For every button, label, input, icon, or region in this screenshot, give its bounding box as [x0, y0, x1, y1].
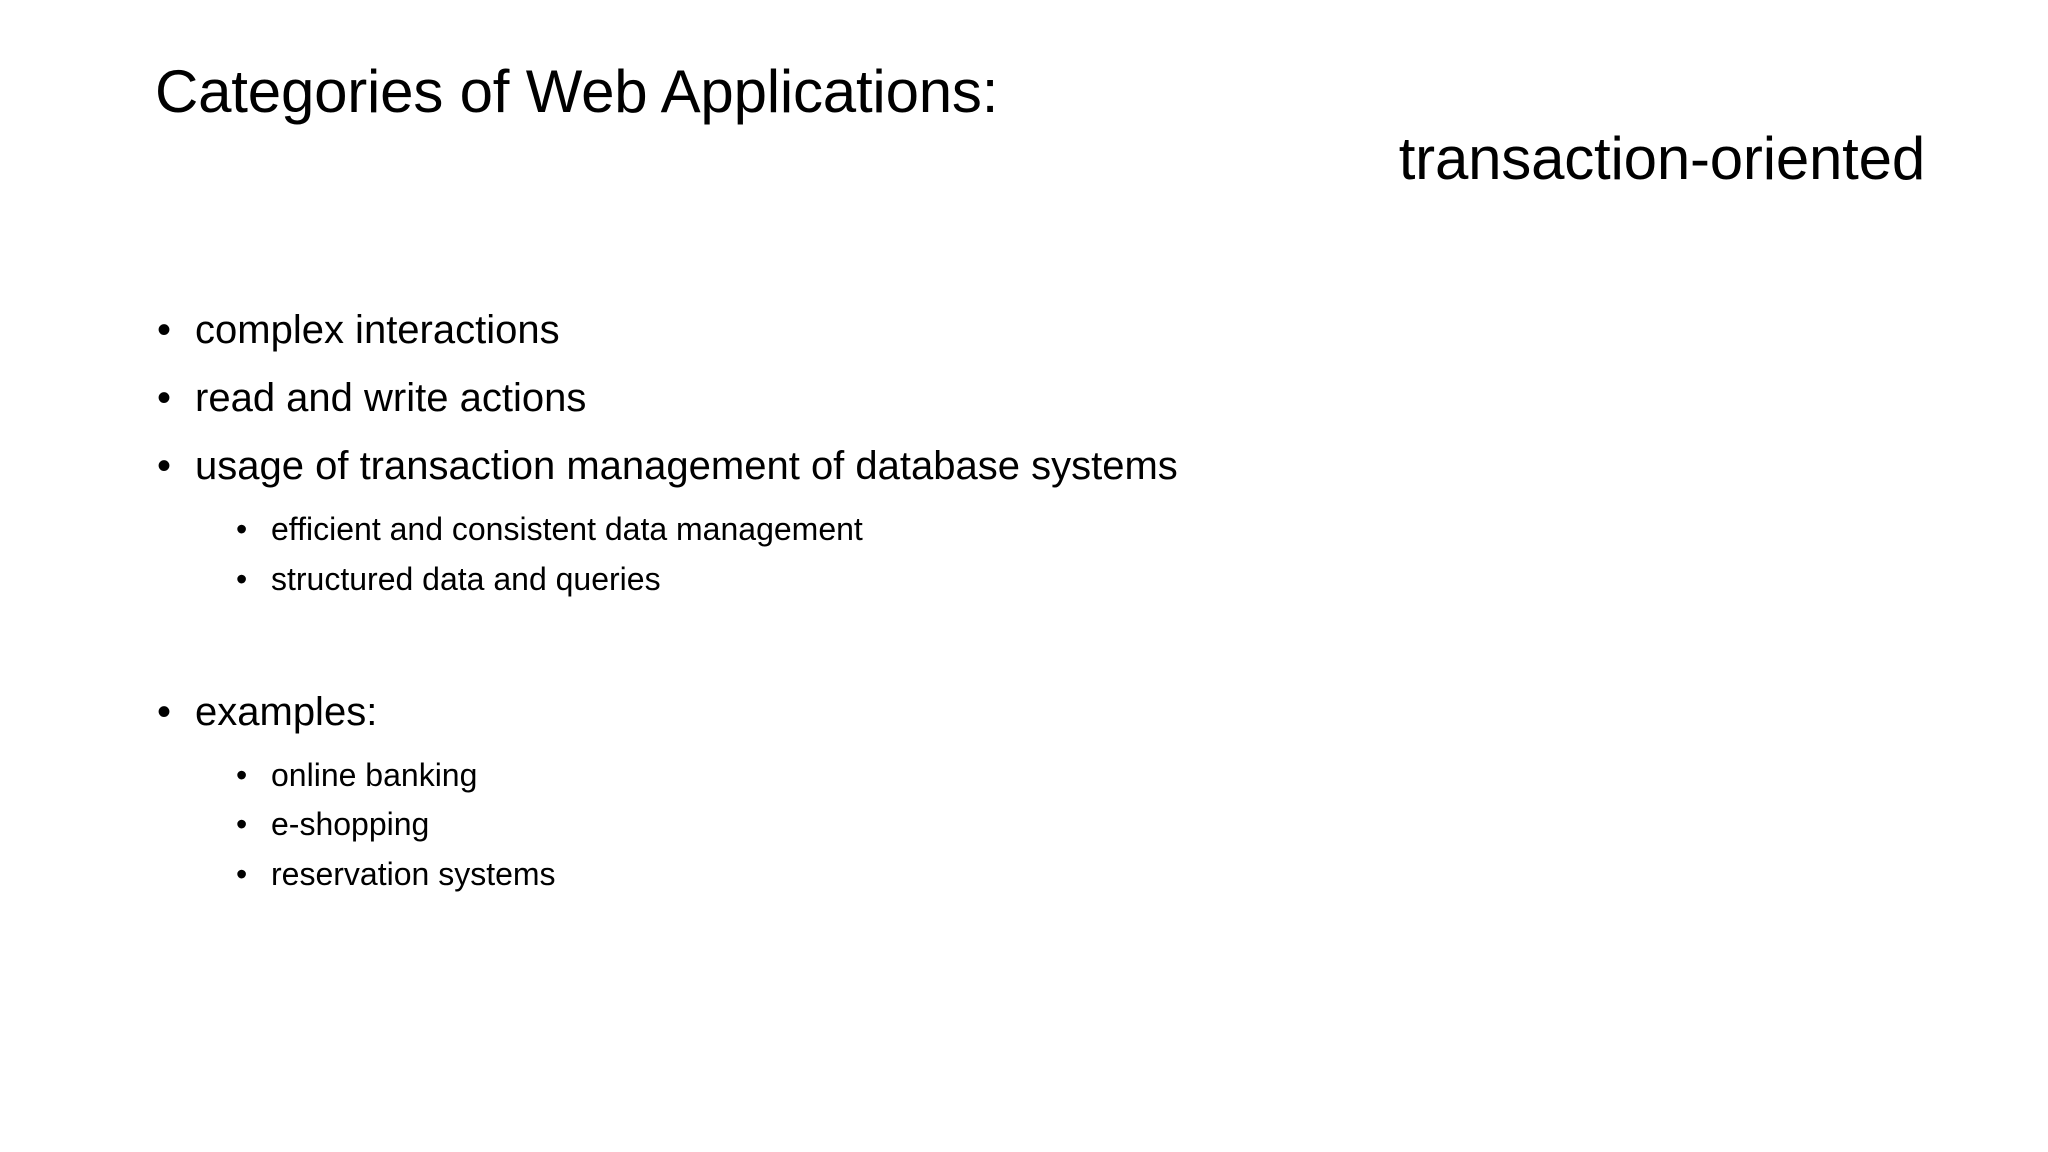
sub-bullet-item: • e-shopping [236, 807, 1932, 843]
sub-bullet-text: efficient and consistent data management [271, 511, 863, 547]
sub-bullet-item: • online banking [236, 756, 1932, 794]
sub-bullet-text: structured data and queries [271, 560, 661, 597]
blank-line-spacer [152, 612, 1932, 690]
slide-title: Categories of Web Applications: transact… [155, 58, 1925, 192]
bullet-icon: • [236, 511, 248, 547]
bullet-icon: • [157, 308, 172, 352]
bullet-item: • read and write actions [152, 376, 1932, 420]
bullet-text: read and write actions [195, 376, 587, 420]
sub-bullet-group: • online banking • e-shopping • reservat… [236, 756, 1932, 893]
sub-bullet-group: • efficient and consistent data manageme… [236, 511, 1932, 598]
bullet-text: usage of transaction management of datab… [195, 444, 1178, 488]
sub-bullet-text: reservation systems [271, 856, 556, 893]
bullet-icon: • [157, 689, 172, 734]
sub-bullet-item: • structured data and queries [236, 560, 1932, 598]
sub-bullet-item: • efficient and consistent data manageme… [236, 511, 1932, 548]
bullet-icon: • [236, 560, 248, 597]
bullet-icon: • [236, 756, 248, 793]
bullet-list-level-2: • efficient and consistent data manageme… [236, 511, 1932, 598]
bullet-icon: • [236, 856, 248, 893]
bullet-item: • usage of transaction management of dat… [152, 444, 1932, 488]
slide-title-line-1: Categories of Web Applications: [155, 58, 999, 125]
bullet-item: • examples: [152, 690, 1932, 734]
sub-bullet-item: • reservation systems [236, 856, 1932, 893]
bullet-icon: • [157, 444, 172, 488]
sub-bullet-text: online banking [271, 756, 478, 793]
slide-title-line-2: transaction-oriented [1398, 125, 1926, 193]
bullet-list-level-1: • complex interactions • read and write … [152, 308, 1932, 893]
sub-bullet-text: e-shopping [271, 806, 430, 843]
bullet-text: examples: [195, 689, 378, 734]
bullet-list-level-2: • online banking • e-shopping • reservat… [236, 756, 1932, 893]
bullet-item: • complex interactions [152, 308, 1932, 352]
bullet-icon: • [236, 806, 248, 843]
bullet-text: complex interactions [195, 308, 560, 352]
bullet-icon: • [157, 376, 172, 420]
slide-body: • complex interactions • read and write … [152, 308, 1932, 907]
